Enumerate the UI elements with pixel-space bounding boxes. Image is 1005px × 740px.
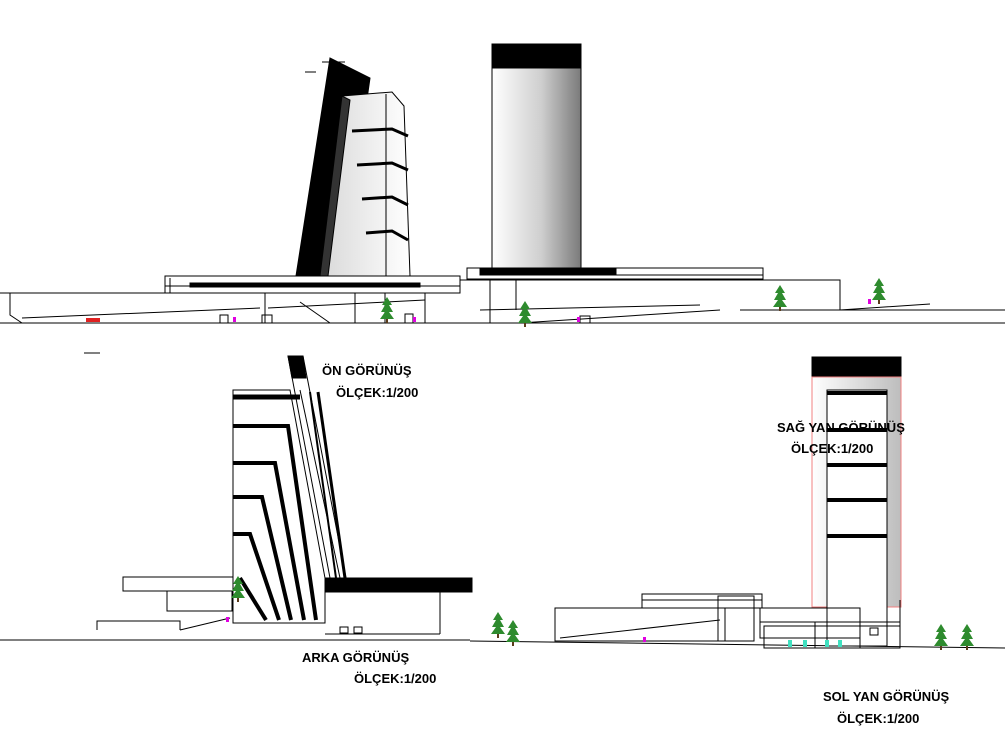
rear-elevation-drawing xyxy=(0,352,473,641)
tree-icon xyxy=(960,624,974,650)
view-title-right-side: SAĞ YAN GÖRÜNÜŞ xyxy=(777,420,905,435)
view-title-front: ÖN GÖRÜNÜŞ xyxy=(322,363,412,378)
rear-elevation-accents xyxy=(226,576,245,622)
tree-icon xyxy=(491,612,505,638)
left-side-elevation-drawing xyxy=(469,356,1005,649)
view-scale-front: ÖLÇEK:1/200 xyxy=(336,385,419,400)
front-elevation-accents xyxy=(86,278,886,327)
view-title-rear: ARKA GÖRÜNÜŞ xyxy=(302,650,410,665)
view-scale-left-side: ÖLÇEK:1/200 xyxy=(837,711,920,726)
tree-icon xyxy=(380,297,394,323)
view-title-left-side: SOL YAN GÖRÜNÜŞ xyxy=(823,689,950,704)
view-scale-right-side: ÖLÇEK:1/200 xyxy=(791,441,874,456)
tree-icon xyxy=(872,278,886,304)
left-side-elevation-accents xyxy=(491,612,974,650)
tree-icon xyxy=(934,624,948,650)
front-elevation-drawing xyxy=(0,43,1005,354)
view-scale-rear: ÖLÇEK:1/200 xyxy=(354,671,437,686)
tree-icon xyxy=(773,285,787,311)
